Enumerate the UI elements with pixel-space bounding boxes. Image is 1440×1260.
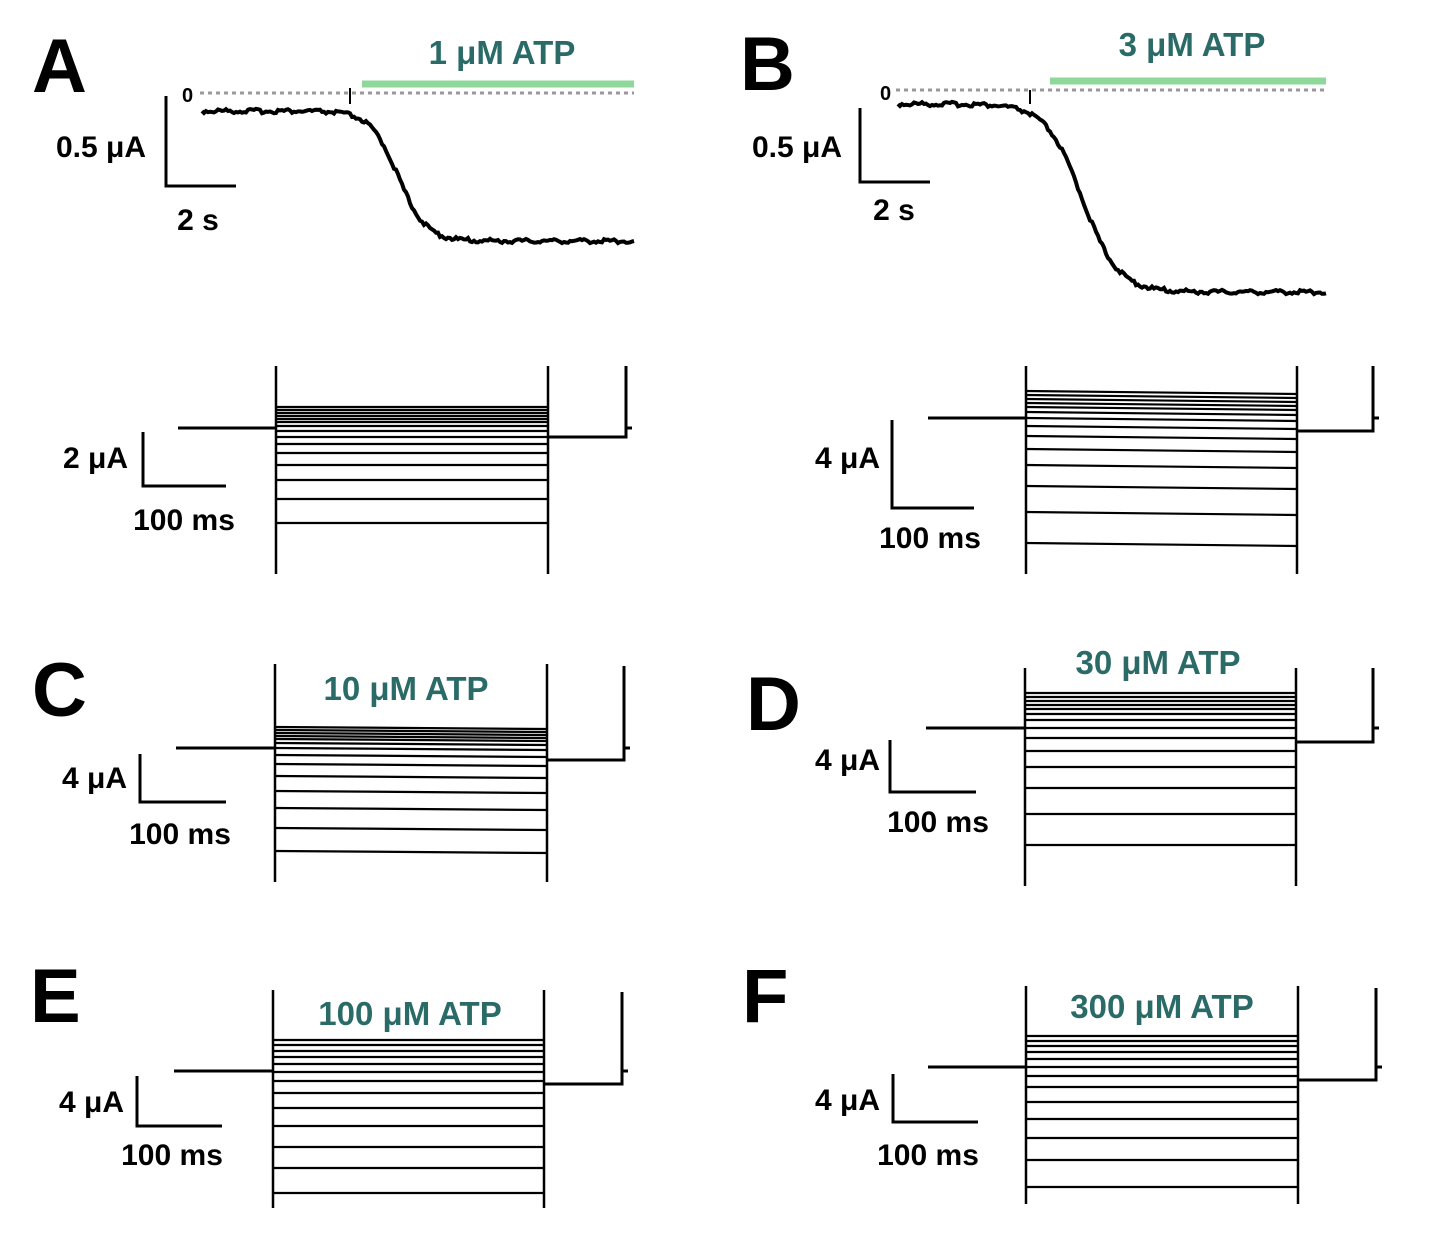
panel-letter-b: B (740, 22, 795, 107)
current-family-a (178, 366, 632, 574)
scale-bar-a (164, 96, 236, 188)
family-time-scale-label-a: 100 ms (133, 504, 235, 537)
voltage-step-trace (274, 774, 548, 780)
tail-current-trace (547, 666, 630, 762)
voltage-step-trace (274, 806, 548, 812)
time-scale-label-e: 100 ms (121, 1139, 223, 1172)
current-family-c (176, 664, 630, 882)
current-trace-b (896, 99, 1327, 297)
current-scale-label-e: 4 μA (59, 1086, 124, 1119)
voltage-step-trace (1025, 410, 1298, 417)
panel-a-voltage-family: 2 μA 100 ms (63, 366, 632, 574)
tail-current-trace (1297, 366, 1379, 433)
family-current-scale-label-b: 4 μA (815, 442, 880, 475)
atp-label-a: 1 μM ATP (429, 34, 576, 71)
voltage-step-trace (1025, 510, 1298, 517)
voltage-step-trace (1025, 463, 1298, 470)
zero-label-a: 0 (182, 85, 193, 107)
current-scale-label-c: 4 μA (62, 762, 127, 795)
voltage-step-trace (1025, 401, 1298, 408)
voltage-step-trace (274, 753, 548, 759)
atp-label-d: 30 μM ATP (1075, 644, 1240, 681)
voltage-step-trace (274, 849, 548, 855)
time-scale-label-f: 100 ms (877, 1139, 979, 1172)
current-family-d (926, 668, 1379, 886)
voltage-step-trace (1025, 484, 1298, 491)
scale-bar-b-family (890, 420, 974, 510)
current-scale-label-d: 4 μA (815, 744, 880, 777)
scale-bar-a-family (141, 432, 226, 488)
voltage-step-trace (274, 731, 548, 737)
time-scale-label-a: 2 s (177, 204, 219, 237)
voltage-step-trace (1025, 447, 1298, 454)
voltage-step-trace (274, 746, 548, 752)
voltage-step-trace (1025, 541, 1298, 548)
voltage-step-trace (1025, 393, 1298, 400)
family-time-scale-label-b: 100 ms (879, 522, 981, 555)
panel-letter-a: A (32, 24, 87, 109)
voltage-step-trace (274, 762, 548, 768)
panel-f: F 300 μM ATP 4 μA 100 ms (742, 954, 1382, 1204)
current-family-f (928, 986, 1382, 1204)
current-trace-a (200, 106, 635, 246)
voltage-step-trace (1025, 397, 1298, 404)
time-scale-label-b: 2 s (873, 194, 915, 227)
voltage-step-trace (1025, 416, 1298, 423)
voltage-step-trace (274, 741, 548, 747)
voltage-step-trace (1025, 405, 1298, 412)
scale-bar-f (891, 1074, 978, 1124)
current-scale-label-a: 0.5 μA (56, 131, 146, 164)
tail-current-trace (544, 992, 628, 1086)
voltage-step-trace (1025, 434, 1298, 441)
panel-c: C 10 μM ATP 4 μA 100 ms (32, 648, 630, 882)
panel-e: E 100 μM ATP 4 μA 100 ms (30, 954, 628, 1208)
atp-label-f: 300 μM ATP (1070, 988, 1253, 1025)
voltage-step-trace (274, 734, 548, 740)
tail-current-trace (1296, 668, 1379, 744)
panel-a: A 1 μM ATP 0 0.5 μA 2 s (32, 24, 635, 246)
scale-bar-d (888, 740, 976, 794)
voltage-step-trace (1025, 424, 1298, 431)
tail-current-trace (1298, 988, 1382, 1082)
panel-letter-e: E (30, 954, 81, 1039)
panel-d: D 30 μM ATP 4 μA 100 ms (746, 644, 1379, 886)
scale-bar-b (858, 108, 930, 184)
voltage-step-trace (274, 826, 548, 832)
panel-letter-c: C (32, 648, 87, 733)
atp-label-b: 3 μM ATP (1119, 26, 1266, 63)
current-scale-label-f: 4 μA (815, 1084, 880, 1117)
scale-bar-e (135, 1076, 222, 1128)
time-scale-label-c: 100 ms (129, 818, 231, 851)
panel-letter-d: D (746, 662, 801, 747)
time-scale-label-d: 100 ms (887, 806, 989, 839)
zero-label-b: 0 (880, 83, 891, 105)
voltage-step-trace (274, 737, 548, 743)
tail-current-trace (548, 366, 632, 439)
atp-label-e: 100 μM ATP (318, 995, 501, 1032)
voltage-step-trace (274, 789, 548, 795)
current-family-b (928, 366, 1379, 574)
voltage-step-trace (274, 725, 548, 731)
current-family-e (174, 990, 628, 1208)
voltage-step-trace (274, 728, 548, 734)
panel-letter-f: F (742, 954, 788, 1039)
atp-label-c: 10 μM ATP (323, 670, 488, 707)
panel-b: B 3 μM ATP 0 0.5 μA 2 s (740, 22, 1327, 297)
current-scale-label-b: 0.5 μA (752, 131, 842, 164)
panel-b-voltage-family: 4 μA 100 ms (815, 366, 1379, 574)
scale-bar-c (138, 754, 226, 804)
voltage-step-trace (1025, 389, 1298, 396)
family-current-scale-label-a: 2 μA (63, 442, 128, 475)
